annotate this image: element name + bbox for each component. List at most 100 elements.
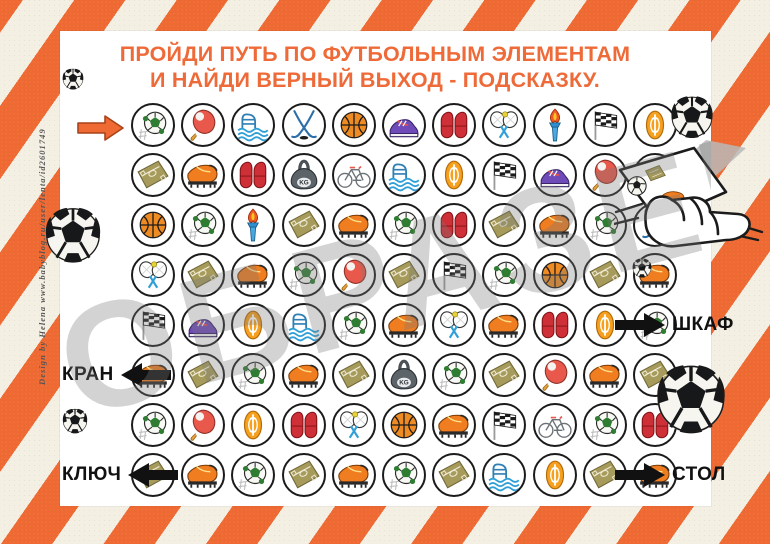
grid-cell-soccer-ball-net-icon[interactable] (432, 353, 477, 397)
grid-cell-soccer-ball-net-icon[interactable] (382, 203, 426, 247)
grid-cell-soccer-field-icon[interactable] (382, 253, 426, 297)
exit-label-text: СТОЛ (672, 464, 726, 485)
grid-cell-soccer-ball-net-icon[interactable] (231, 353, 276, 397)
grid-cell-soccer-field-icon[interactable] (331, 353, 376, 397)
grid-cell-soccer-cleat-icon[interactable] (582, 353, 627, 397)
grid-cell-soccer-cleat-icon[interactable] (532, 203, 577, 247)
grid-cell-soccer-cleat-icon[interactable] (231, 253, 276, 297)
grid-cell-ping-pong-paddle-icon[interactable] (532, 353, 577, 397)
grid-row: KG (131, 153, 684, 203)
large-soccer-ball-bottom-right (655, 363, 727, 440)
grid-cell-swimming-pool-icon[interactable] (382, 153, 426, 197)
grid-cell-american-football-icon[interactable] (532, 453, 577, 497)
grid-cell-soccer-cleat-icon[interactable] (482, 303, 527, 347)
grid-cell-soccer-field-icon[interactable] (482, 353, 527, 397)
grid-cell-soccer-field-icon[interactable] (181, 353, 226, 397)
grid-cell-basketball-icon[interactable] (331, 103, 376, 147)
grid-row (131, 453, 684, 503)
grid-cell-soccer-ball-net-icon[interactable] (131, 403, 175, 447)
grid-cell-swimming-pool-icon[interactable] (281, 303, 326, 347)
grid-cell-basketball-icon[interactable] (382, 403, 426, 447)
grid-cell-american-football-icon[interactable] (432, 153, 477, 197)
grid-cell-checkered-flag-icon[interactable] (582, 103, 627, 147)
exit-label-left-кран[interactable]: КРАН (62, 362, 172, 388)
grid-cell-soccer-cleat-icon[interactable] (382, 303, 426, 347)
grid-cell-soccer-ball-net-icon[interactable] (131, 103, 175, 147)
grid-cell-boxing-gloves-icon[interactable] (432, 103, 477, 147)
grid-cell-soccer-cleat-icon[interactable] (331, 203, 376, 247)
grid-cell-soccer-ball-net-icon[interactable] (181, 203, 226, 247)
grid-cell-swimming-pool-icon[interactable] (482, 453, 527, 497)
grid-cell-soccer-field-icon[interactable] (432, 453, 477, 497)
grid-cell-soccer-cleat-icon[interactable] (281, 353, 326, 397)
exit-label-right-стол[interactable]: СТОЛ (614, 462, 726, 488)
grid-cell-tennis-rackets-icon[interactable] (432, 303, 477, 347)
svg-text:KG: KG (399, 380, 409, 387)
arrow-right-icon (615, 463, 665, 487)
grid-cell-swimming-pool-icon[interactable] (231, 103, 276, 147)
grid-cell-american-football-icon[interactable] (231, 303, 276, 347)
grid-cell-checkered-flag-icon[interactable] (131, 303, 175, 347)
small-soccer-ball-left-lower (62, 408, 88, 439)
grid-cell-ping-pong-paddle-icon[interactable] (181, 103, 226, 147)
small-soccer-ball-top-left (62, 68, 84, 95)
grid-cell-soccer-ball-net-icon[interactable] (482, 253, 527, 297)
medium-soccer-ball-top-right (670, 95, 714, 144)
grid-cell-bicycle-icon[interactable] (532, 403, 577, 447)
large-soccer-ball-left (44, 206, 102, 269)
grid-cell-soccer-field-icon[interactable] (131, 153, 175, 197)
grid-cell-boxing-gloves-icon[interactable] (281, 403, 326, 447)
grid-cell-soccer-field-icon[interactable] (281, 453, 326, 497)
grid-cell-soccer-field-icon[interactable] (482, 203, 527, 247)
hand-holding-card-illustration (612, 140, 766, 265)
grid-row (131, 403, 684, 453)
grid-cell-tennis-rackets-icon[interactable] (131, 253, 175, 297)
grid-cell-tennis-rackets-icon[interactable] (331, 403, 376, 447)
grid-cell-olympic-torch-icon[interactable] (532, 103, 577, 147)
grid-cell-running-shoe-icon[interactable] (382, 103, 426, 147)
grid-cell-tennis-rackets-icon[interactable] (482, 103, 527, 147)
grid-cell-soccer-ball-net-icon[interactable] (281, 253, 326, 297)
svg-text:KG: KG (299, 180, 309, 187)
exit-label-left-ключ[interactable]: КЛЮЧ (62, 462, 179, 488)
grid-cell-checkered-flag-icon[interactable] (482, 403, 527, 447)
grid-row (131, 203, 684, 253)
grid-cell-soccer-field-icon[interactable] (582, 253, 627, 297)
arrow-right-icon (615, 313, 665, 337)
grid-cell-soccer-ball-net-icon[interactable] (331, 303, 376, 347)
grid-cell-kettlebell-icon[interactable]: KG (382, 353, 426, 397)
grid-cell-soccer-field-icon[interactable] (281, 203, 326, 247)
grid-cell-soccer-cleat-icon[interactable] (331, 453, 376, 497)
grid-cell-soccer-cleat-icon[interactable] (181, 453, 226, 497)
grid-cell-soccer-field-icon[interactable] (181, 253, 226, 297)
grid-cell-running-shoe-icon[interactable] (532, 153, 577, 197)
icon-grid: KG KG (131, 103, 684, 503)
grid-cell-soccer-ball-net-icon[interactable] (582, 403, 627, 447)
grid-row (131, 253, 684, 303)
grid-cell-kettlebell-icon[interactable]: KG (281, 153, 326, 197)
grid-cell-soccer-ball-net-icon[interactable] (382, 453, 426, 497)
grid-cell-american-football-icon[interactable] (231, 403, 276, 447)
grid-cell-ping-pong-paddle-icon[interactable] (181, 403, 226, 447)
grid-cell-boxing-gloves-icon[interactable] (532, 303, 577, 347)
exit-label-right-шкаф[interactable]: ШКАФ (614, 312, 734, 338)
grid-cell-ping-pong-paddle-icon[interactable] (331, 253, 376, 297)
grid-cell-olympic-torch-icon[interactable] (231, 203, 276, 247)
credit-text-block: Design by Helena www.babyblog.ru/user/le… (26, 45, 47, 385)
grid-cell-basketball-icon[interactable] (131, 203, 175, 247)
grid-cell-soccer-ball-net-icon[interactable] (231, 453, 276, 497)
grid-row (131, 303, 684, 353)
grid-cell-running-shoe-icon[interactable] (181, 303, 226, 347)
grid-cell-soccer-cleat-icon[interactable] (432, 403, 477, 447)
grid-cell-boxing-gloves-icon[interactable] (231, 153, 276, 197)
grid-cell-bicycle-icon[interactable] (331, 153, 376, 197)
grid-cell-american-football-icon[interactable] (633, 103, 677, 147)
grid-cell-checkered-flag-icon[interactable] (482, 153, 527, 197)
grid-cell-basketball-icon[interactable] (532, 253, 577, 297)
grid-cell-hockey-sticks-icon[interactable] (281, 103, 326, 147)
grid-cell-soccer-cleat-icon[interactable] (181, 153, 226, 197)
grid-cell-boxing-gloves-icon[interactable] (432, 203, 477, 247)
grid-cell-checkered-flag-icon[interactable] (432, 253, 477, 297)
exit-label-text: ШКАФ (672, 314, 734, 335)
exit-label-text: КЛЮЧ (62, 464, 122, 485)
